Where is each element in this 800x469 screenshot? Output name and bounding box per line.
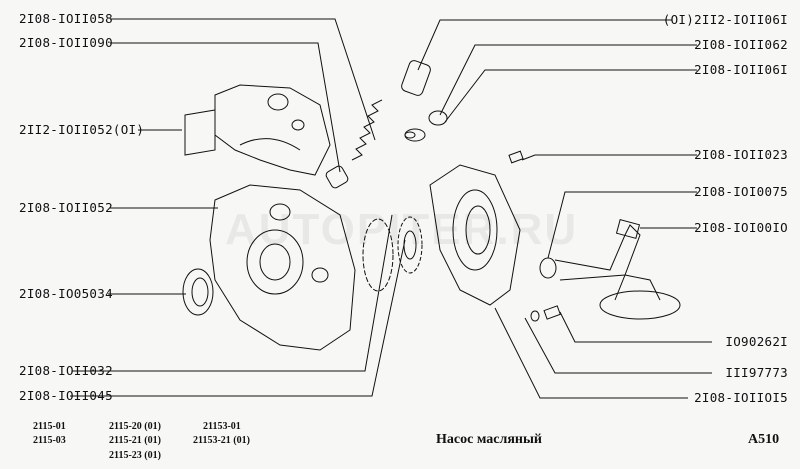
relief-valve-spring: [325, 99, 383, 189]
part-label-2108-1010010: 2I08-IOI00IO: [694, 220, 788, 235]
diagram-code: A510: [748, 432, 780, 447]
watermark: AUTOPITER.RU: [225, 205, 579, 254]
model-label: 2115-23 (01): [109, 450, 161, 461]
pump-plate: [429, 164, 521, 306]
pump-housing: [209, 184, 356, 351]
part-label-2112-1011052-01: 2II2-IOII052(OI): [19, 122, 145, 137]
model-label: 21153-01: [203, 421, 241, 432]
part-label-2108-1011015: 2I08-IOIIOI5: [694, 390, 788, 405]
part-label-01-2112-1011061: (OI)2II2-IOII06I: [662, 12, 788, 27]
part-label-11197773: III97773: [725, 365, 788, 380]
part-label-2108-1011058: 2I08-IOII058: [19, 11, 113, 26]
part-label-10902621: IO90262I: [725, 334, 788, 349]
part-label-2108-1005034: 2I08-IO05034: [19, 286, 113, 301]
model-label: 2115-20 (01): [109, 421, 161, 432]
leader-lines: [70, 18, 712, 399]
plugs-washers: [401, 60, 524, 164]
part-label-2108-1011062: 2I08-IOII062: [694, 37, 788, 52]
diagram-title: Насос масляный: [436, 432, 542, 447]
model-label: 2115-03: [33, 435, 66, 446]
model-label: 2115-21 (01): [109, 435, 161, 446]
part-label-2108-1011023: 2I08-IOII023: [694, 147, 788, 162]
part-label-2108-1010075: 2I08-IOI0075: [694, 184, 788, 199]
part-label-2108-1011061: 2I08-IOII06I: [694, 62, 788, 77]
part-label-2108-1011052: 2I08-IOII052: [19, 200, 113, 215]
part-label-2108-1011032: 2I08-IOII032: [19, 363, 113, 378]
model-label: 2115-01: [33, 421, 66, 432]
oil-seal: [182, 268, 214, 316]
part-label-2108-1011090: 2I08-IOII090: [19, 35, 113, 50]
part-label-2108-1011045: 2I08-IOII045: [19, 388, 113, 403]
oil-pickup: [530, 219, 681, 322]
model-label: 21153-21 (01): [193, 435, 250, 446]
pump-cover-upper: [184, 84, 331, 176]
pump-gears: [362, 216, 423, 292]
